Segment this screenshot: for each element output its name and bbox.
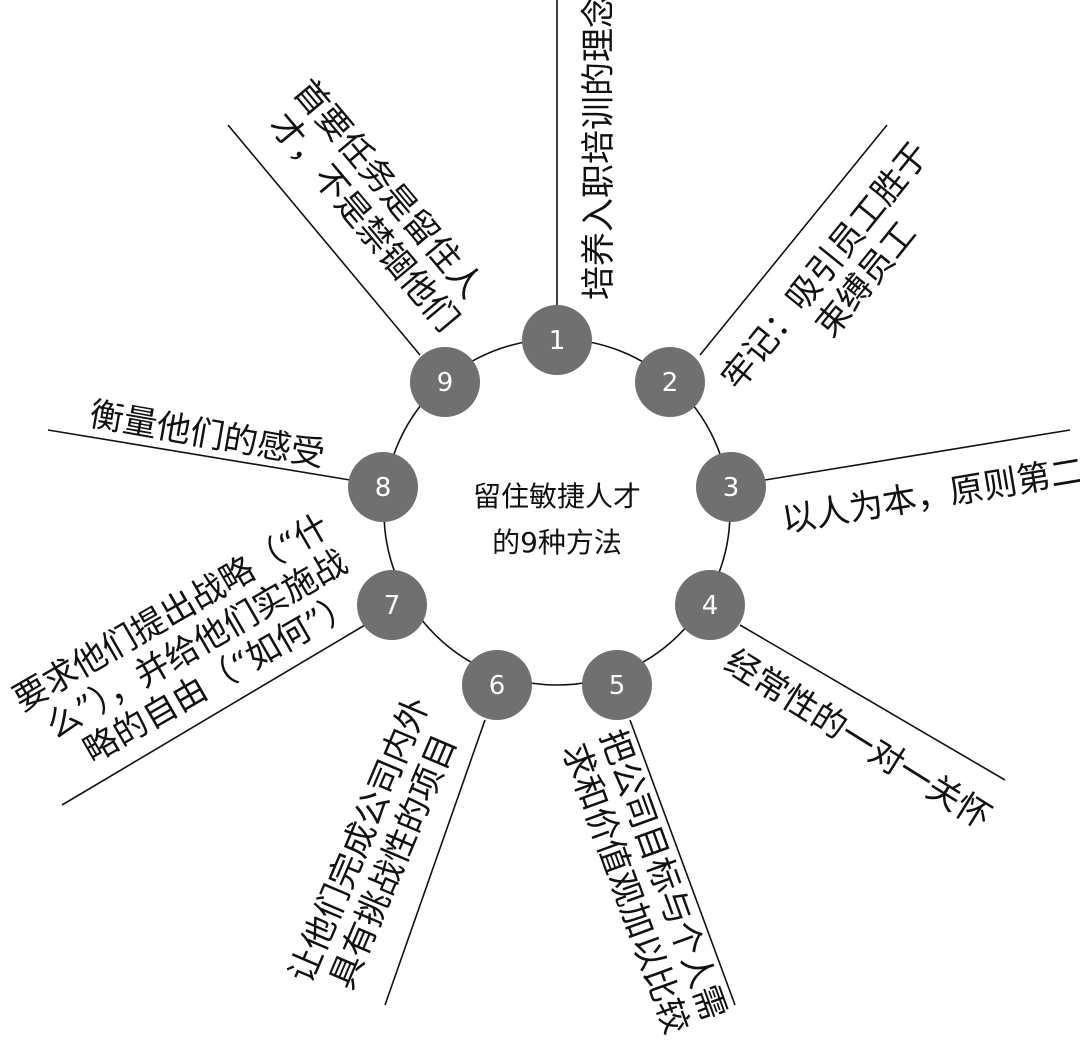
label-line: 培养入职培训的理念 [579,0,619,300]
label-7: 要求他们提出战略（“什 么”），并给他们实施战 略的自由（“如何”） [7,506,363,771]
label-3: 以人为本，原则第二 [779,451,1080,541]
node-1: 1 [522,305,592,375]
label-line: 经常性的一对一关怀 [717,642,998,838]
node-number: 2 [662,368,679,398]
label-4: 经常性的一对一关怀 [717,642,998,838]
node-number: 7 [384,591,401,621]
center-title-line1: 留住敏捷人才 [473,480,641,513]
spoke-6 [384,719,486,1006]
spoke-8 [47,429,351,481]
node-number: 5 [609,671,626,701]
spoke-7 [61,624,366,806]
node-6: 6 [462,650,532,720]
node-8: 8 [348,452,418,522]
spokes [47,0,1071,1006]
spoke-9 [227,124,421,356]
node-4: 4 [675,570,745,640]
node-number: 1 [549,326,566,356]
spoke-5 [629,719,736,1006]
label-line: 衡量他们的感受 [86,394,327,475]
node-9: 9 [410,347,480,417]
nodes: 1 2 3 4 5 6 7 8 9 [348,305,766,720]
label-line: 牢记：吸引员工胜于 [714,135,938,398]
label-1: 培养入职培训的理念 [579,0,619,300]
label-line: 以人为本，原则第二 [779,451,1080,541]
label-2: 牢记：吸引员工胜于 束缚员工 [714,135,938,398]
node-number: 4 [702,591,719,621]
node-5: 5 [582,650,652,720]
node-number: 8 [375,473,392,503]
node-number: 9 [437,368,454,398]
label-9: 首要任务是留住人 才，不是禁锢他们 [261,72,491,339]
node-3: 3 [696,452,766,522]
spoke-4 [739,624,1006,781]
label-8: 衡量他们的感受 [86,394,327,475]
label-6: 让他们完成公司内外 具有挑战性的项目 [281,691,465,995]
center-title-line2: 的9种方法 [492,526,622,559]
node-number: 3 [723,473,740,503]
node-7: 7 [357,570,427,640]
spoke-2 [699,124,888,356]
spoke-3 [764,429,1071,481]
node-2: 2 [635,347,705,417]
label-5: 把公司目标与个人需 求和价值观加以比较 [554,724,734,1039]
node-number: 6 [489,671,506,701]
